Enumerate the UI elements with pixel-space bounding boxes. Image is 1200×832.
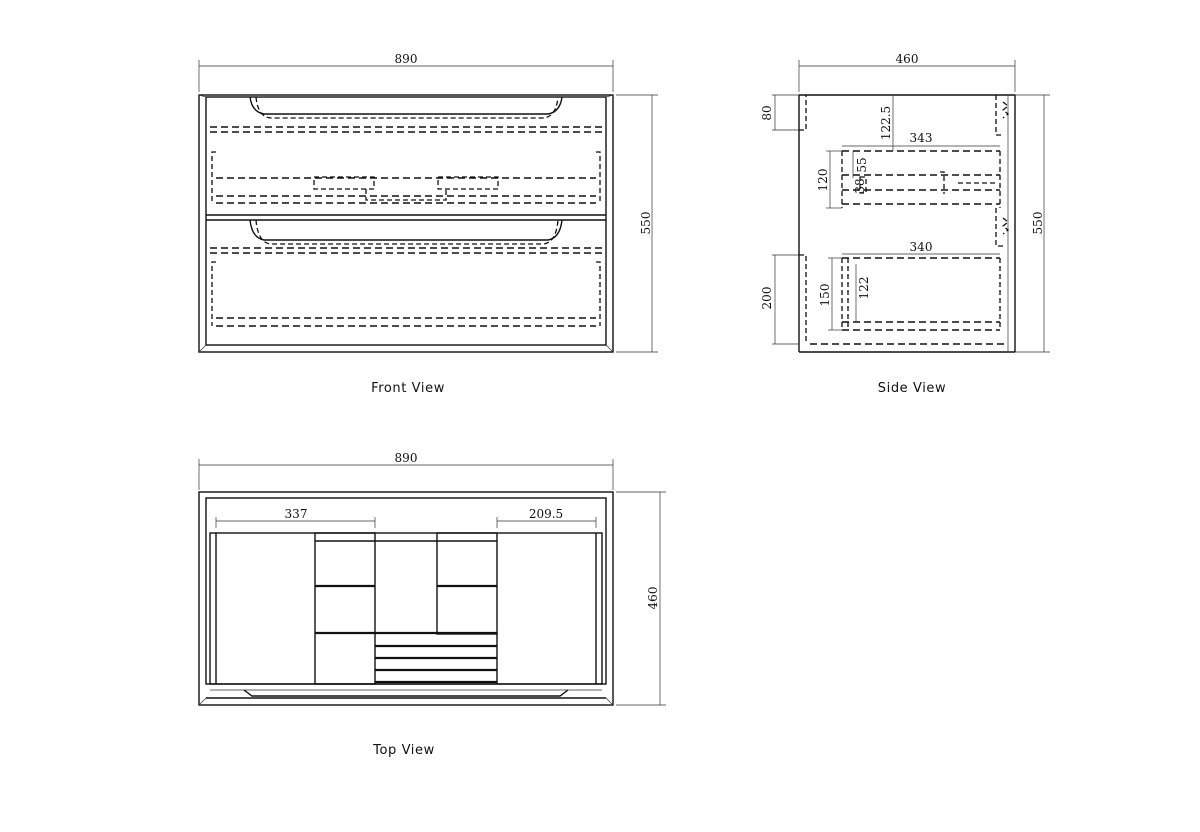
top-width-label: 890 <box>395 451 418 465</box>
front-width-label: 890 <box>395 52 418 66</box>
front-drawer-divider <box>206 214 606 221</box>
front-view-caption: Front View <box>371 381 445 396</box>
side-top-drawer-inner-label: 55 <box>855 157 869 172</box>
side-top-drawer-small-label: 38 <box>853 178 867 193</box>
front-bottom-handle <box>249 219 563 245</box>
side-cabinet-body <box>798 94 1016 353</box>
top-view: 890 460 <box>198 451 666 758</box>
side-view-caption: Side View <box>878 381 947 396</box>
side-height-label: 550 <box>1031 212 1045 235</box>
side-top-rail <box>799 95 1010 136</box>
side-depth-label: 460 <box>896 52 919 66</box>
side-bottom-drawer-inner-label: 122 <box>857 277 871 300</box>
top-depth-dimension: 460 <box>616 491 666 706</box>
front-bottom-drawer-hidden <box>210 247 602 327</box>
side-top-drawer-depth-label: 343 <box>910 131 933 145</box>
side-top-drawer-height-label: 120 <box>816 169 830 192</box>
side-bottom-drawer-height-label: 150 <box>818 284 832 307</box>
top-right-span-label: 209.5 <box>529 507 563 521</box>
side-view: 460 550 <box>760 52 1050 396</box>
front-view: 890 550 <box>198 52 658 396</box>
side-bottom-offset-label: 200 <box>760 287 774 310</box>
top-span-dimensions: 337 209.5 <box>215 507 597 528</box>
top-interior <box>209 532 603 685</box>
front-height-dimension: 550 <box>616 94 658 353</box>
side-top-drawer-offset-label: 122.5 <box>879 106 893 140</box>
side-depth-dimension: 460 <box>798 52 1016 92</box>
top-width-dimension: 890 <box>198 451 614 490</box>
top-view-caption: Top View <box>372 743 435 758</box>
side-bottom-drawer <box>799 254 1001 344</box>
front-top-handle <box>249 96 563 119</box>
top-depth-label: 460 <box>646 587 660 610</box>
top-cabinet-body <box>198 491 614 706</box>
side-height-dimension: 550 <box>1015 94 1050 353</box>
side-bottom-drawer-depth-label: 340 <box>910 240 933 254</box>
front-cabinet-body <box>198 94 614 353</box>
side-top-drawer <box>841 150 1010 247</box>
side-top-offset-label: 80 <box>760 105 774 120</box>
side-dimension-annotations: 80 122.5 343 120 55 38 340 200 <box>760 94 1000 345</box>
front-width-dimension: 890 <box>198 52 614 92</box>
front-height-label: 550 <box>639 212 653 235</box>
top-left-span-label: 337 <box>285 507 308 521</box>
front-top-drawer-hidden <box>210 126 602 204</box>
